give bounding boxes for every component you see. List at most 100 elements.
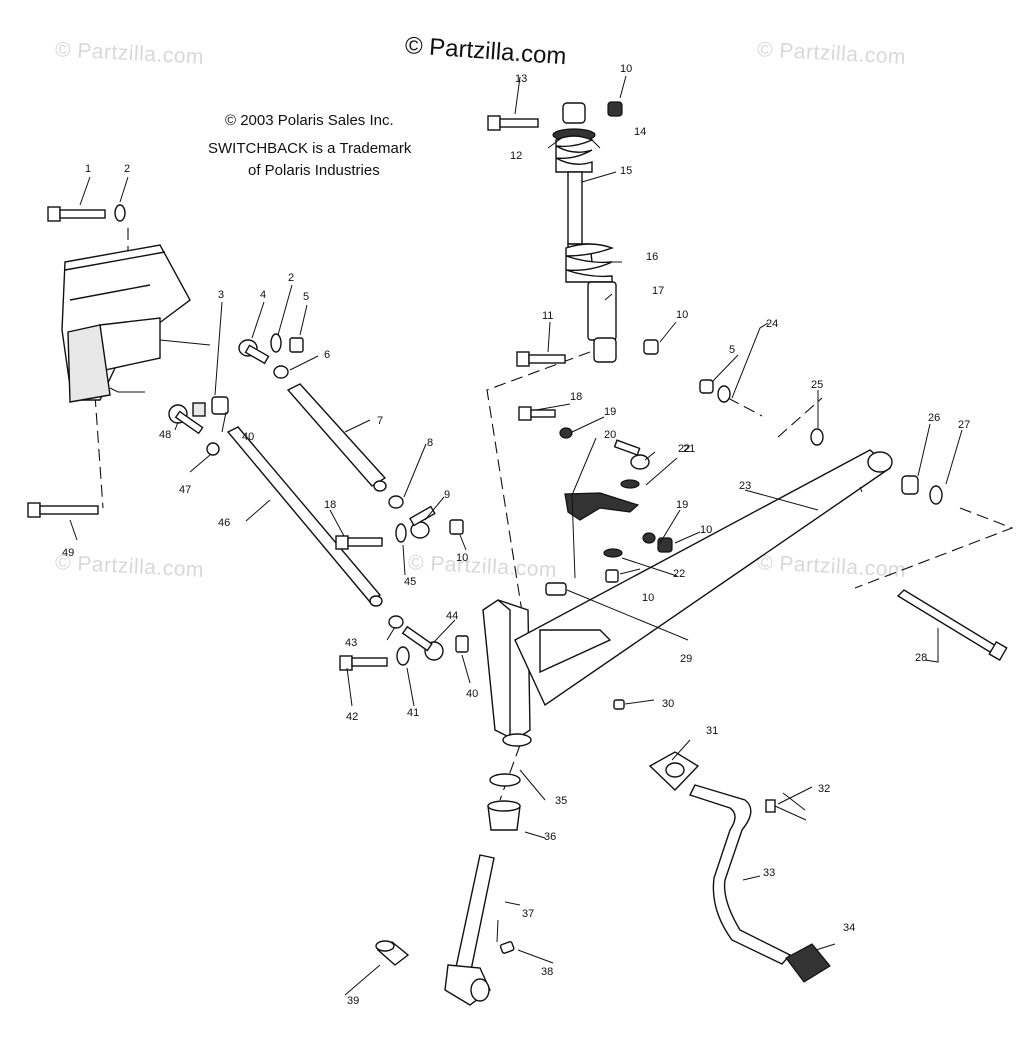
leader-lines xyxy=(69,75,963,996)
nut-10-left xyxy=(449,519,464,535)
bushing-36 xyxy=(487,800,521,831)
callout-2: 2 xyxy=(288,272,294,284)
spindle-37 xyxy=(444,854,495,1006)
callout-17: 17 xyxy=(652,285,664,297)
callout-27: 27 xyxy=(958,419,970,431)
callout-35: 35 xyxy=(555,795,567,807)
spacer-40-lower xyxy=(455,635,469,653)
washer-41 xyxy=(396,646,410,666)
steering-plate-31 xyxy=(648,751,700,791)
callout-33: 33 xyxy=(763,867,775,879)
rod-end-44 xyxy=(401,625,444,661)
callout-3: 3 xyxy=(218,289,224,301)
a-arm-23 xyxy=(514,449,893,707)
callout-21: 21 xyxy=(683,443,695,455)
callout-13: 13 xyxy=(515,73,527,85)
nut-6 xyxy=(273,365,289,379)
callout-29: 29 xyxy=(680,653,692,665)
bolt-49 xyxy=(27,502,99,518)
bolt-18-upper xyxy=(518,406,556,421)
bolt-28 xyxy=(896,589,1008,662)
callout-10: 10 xyxy=(456,552,468,564)
callout-4: 4 xyxy=(260,289,266,301)
bolt-32 xyxy=(765,799,807,821)
callout-46: 46 xyxy=(218,517,230,529)
assembly-guide-lines xyxy=(94,228,1014,801)
grease-fitting-30 xyxy=(613,699,625,710)
washer-19-lower xyxy=(642,532,656,544)
callout-34: 34 xyxy=(843,922,855,934)
callout-10: 10 xyxy=(620,63,632,75)
callout-28: 28 xyxy=(915,652,927,664)
callout-11: 11 xyxy=(542,310,553,322)
ring-27 xyxy=(929,485,943,505)
callout-19: 19 xyxy=(676,499,688,511)
callout-37: 37 xyxy=(522,908,534,920)
callout-41: 41 xyxy=(407,707,419,719)
callout-42: 42 xyxy=(346,711,358,723)
callout-44: 44 xyxy=(446,610,458,622)
bushing-3 xyxy=(192,402,206,417)
shock-absorber xyxy=(552,102,617,363)
callout-39: 39 xyxy=(347,995,359,1007)
callout-6: 6 xyxy=(324,349,330,361)
callout-1: 1 xyxy=(85,163,91,175)
rod-end-21 xyxy=(613,439,650,470)
arm-20 xyxy=(564,492,640,521)
steering-arm-33 xyxy=(689,784,792,965)
washer-25 xyxy=(810,428,824,446)
washer-22-upper xyxy=(620,479,640,489)
bolt-42 xyxy=(339,655,388,671)
callout-30: 30 xyxy=(662,698,674,710)
callout-43: 43 xyxy=(345,637,357,649)
callout-8: 8 xyxy=(427,437,433,449)
trademark-line-1: SWITCHBACK is a Trademark xyxy=(208,140,412,157)
callout-24: 24 xyxy=(766,318,778,330)
callout-49: 49 xyxy=(62,547,74,559)
washer-22-lower xyxy=(603,548,623,558)
callout-16: 16 xyxy=(646,251,658,263)
spindle-housing xyxy=(482,599,532,747)
callout-2: 2 xyxy=(124,163,130,175)
washer-19-upper xyxy=(559,427,573,439)
callout-38: 38 xyxy=(541,966,553,978)
nut-10-shock xyxy=(643,339,659,355)
rod-end-48 xyxy=(168,404,204,435)
callout-36: 36 xyxy=(544,831,556,843)
callout-14: 14 xyxy=(634,126,646,138)
bolt-11 xyxy=(516,351,566,367)
nut-5-right xyxy=(699,379,714,394)
callout-20: 20 xyxy=(604,429,616,441)
bolt-18-lower xyxy=(335,535,383,550)
washer-2 xyxy=(114,204,126,222)
callout-23: 23 xyxy=(739,480,751,492)
callout-12: 12 xyxy=(510,150,522,162)
callout-10: 10 xyxy=(676,309,688,321)
callout-18: 18 xyxy=(570,391,582,403)
rod-end-9 xyxy=(409,505,436,539)
trademark-line-2: of Polaris Industries xyxy=(248,162,380,179)
nut-10-lower xyxy=(605,569,619,583)
callout-31: 31 xyxy=(706,725,718,737)
grease-fitting-38 xyxy=(499,941,515,954)
frame-bracket xyxy=(61,244,211,403)
bushing-39 xyxy=(375,940,410,966)
washer-24 xyxy=(717,385,731,403)
callout-5: 5 xyxy=(729,344,735,356)
callout-5: 5 xyxy=(303,291,309,303)
callout-40: 40 xyxy=(242,431,254,443)
callout-22: 22 xyxy=(678,443,690,455)
callout-25: 25 xyxy=(811,379,823,391)
callout-48: 48 xyxy=(159,429,171,441)
nut-47 xyxy=(206,442,220,456)
tie-rod-7 xyxy=(286,383,387,492)
callout-7: 7 xyxy=(377,415,383,427)
callout-26: 26 xyxy=(928,412,940,424)
nut-43 xyxy=(388,615,404,629)
bolt-1 xyxy=(47,206,106,222)
callout-32: 32 xyxy=(818,783,830,795)
callout-15: 15 xyxy=(620,165,632,177)
rod-end-4 xyxy=(238,339,270,365)
callout-47: 47 xyxy=(179,484,191,496)
